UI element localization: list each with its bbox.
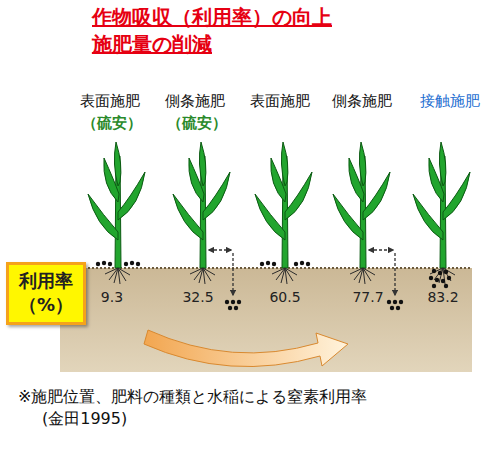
rice-plant [173,142,230,284]
improvement-arrow [144,330,348,367]
utilization-value: 32.5 [182,289,213,306]
method-label: 側条施肥 [165,92,225,110]
fertilizer-dots [260,261,310,266]
method-label: 表面施肥 [250,92,310,110]
method-label: 表面施肥 [80,92,140,110]
method-label: （硫安） [167,114,227,132]
rice-plant [255,142,312,284]
placement-arrow [209,250,233,295]
rice-plant [333,142,390,284]
utilization-value: 60.5 [269,289,300,306]
box-text: 利用率 （%） [15,269,77,318]
rice-plant [88,142,145,284]
soil-band [60,268,472,372]
method-label: 接触施肥 [420,92,480,110]
fertilizer-dots [225,300,241,310]
title: 作物吸収（利用率）の向上 施肥量の削減 [92,4,392,58]
fertilizer-dots [429,269,451,288]
caption: ※施肥位置、肥料の種類と水稲による窒素利用率 (金田1995) [18,386,452,429]
rice-plant [413,142,470,284]
placement-arrow [369,250,395,295]
soil-surface [60,267,472,269]
fertilizer-dots [96,261,140,266]
label-box: 利用率 （%） [6,262,86,325]
utilization-value: 83.2 [427,289,458,306]
method-label: （硫安） [82,114,142,132]
utilization-value: 77.7 [352,289,383,306]
method-label: 側条施肥 [332,92,392,110]
utilization-value: 9.3 [101,289,123,306]
fertilizer-dots [387,300,403,310]
